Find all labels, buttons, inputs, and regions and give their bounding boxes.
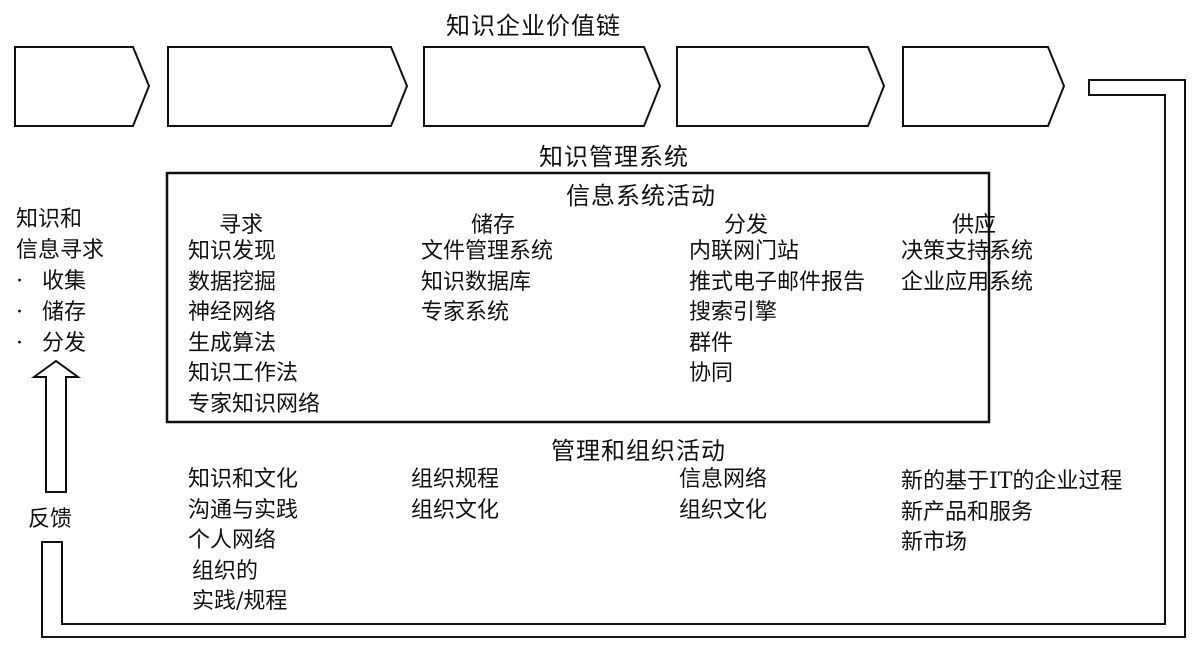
column-heading-supply: 供应 [952,213,997,238]
list-item: 知识发现 [188,239,277,264]
chevron-step-1-icon [14,46,151,127]
store-list: 文件管理系统 知识数据库 专家系统 [421,237,553,329]
list-item: 群件 [689,330,734,356]
list-item: 知识和文化 [188,467,299,492]
list-item: 新产品和服务 [901,499,1034,525]
value-chain-title: 知识企业价值链 [446,12,621,40]
chevron-step-2-icon [167,46,409,127]
list-item: 文件管理系统 [421,239,554,264]
left-panel-title-line1: 知识和 [16,207,83,232]
left-panel: 知识和 信息寻求 ·收集 ·储存 ·分发 [16,205,104,359]
feedback-label: 反馈 [28,507,73,532]
list-item: 组织文化 [679,497,768,523]
mgmt-col-4: 新的基于IT的企业过程 新产品和服务 新市场 [901,467,1122,559]
distribute-list: 内联网门站 推式电子邮件报告 搜索引擎 群件 协同 [689,237,865,390]
chevron-step-4-icon [676,46,886,127]
list-item: 内联网门站 [689,239,800,264]
info-activities-box [165,171,991,424]
list-item: 沟通与实践 [188,497,299,523]
list-item: 搜索引擎 [689,300,778,325]
mgmt-col-2: 组织规程 组织文化 [411,465,499,526]
hollow-up-arrow-icon [30,359,82,493]
list-item: 新市场 [901,530,968,555]
left-panel-title-line2: 信息寻求 [16,237,105,263]
list-item: 专家系统 [421,300,510,325]
list-item: 组织的 [192,558,259,584]
mgmt-col-1: 知识和文化 沟通与实践 个人网络 组织的 实践/规程 [188,465,298,618]
list-item: 决策支持系统 [901,239,1034,264]
list-item: 神经网络 [188,300,277,325]
list-item: 组织文化 [411,497,500,523]
list-item: 生成算法 [188,330,277,356]
info-activities-title: 信息系统活动 [566,182,716,210]
bullet-item: ·储存 [16,297,104,328]
list-item: 信息网络 [679,467,768,492]
list-item: 推式电子邮件报告 [689,269,866,295]
mgmt-activities-title: 管理和组织活动 [551,437,726,465]
list-item: 实践/规程 [192,589,288,614]
list-item: 个人网络 [188,528,277,553]
bullet-icon: · [16,300,23,325]
list-item: 数据挖掘 [188,269,277,295]
list-item: 协同 [689,361,734,386]
chevron-step-3-icon [423,46,662,127]
list-item: 专家知识网络 [188,391,321,417]
mgmt-col-3: 信息网络 组织文化 [679,465,767,526]
column-heading-distribute: 分发 [724,213,769,238]
list-item: 知识工作法 [188,361,299,386]
chevron-step-5-icon [902,46,1066,127]
bullet-item: ·收集 [16,266,104,297]
list-item: 企业应用系统 [901,269,1034,295]
column-heading-seek: 寻求 [219,213,264,238]
bullet-item: ·分发 [16,328,104,359]
column-heading-store: 储存 [471,213,516,238]
list-item: 知识数据库 [421,269,532,295]
list-item: 新的基于IT的企业过程 [901,469,1123,494]
bullet-icon: · [16,331,23,356]
bullet-icon: · [16,269,23,294]
supply-list: 决策支持系统 企业应用系统 [901,237,1033,298]
list-item: 组织规程 [411,467,500,492]
seek-list: 知识发现 数据挖掘 神经网络 生成算法 知识工作法 专家知识网络 [188,237,320,420]
feedback-return-line-icon [41,79,1186,638]
km-system-title: 知识管理系统 [539,143,689,171]
